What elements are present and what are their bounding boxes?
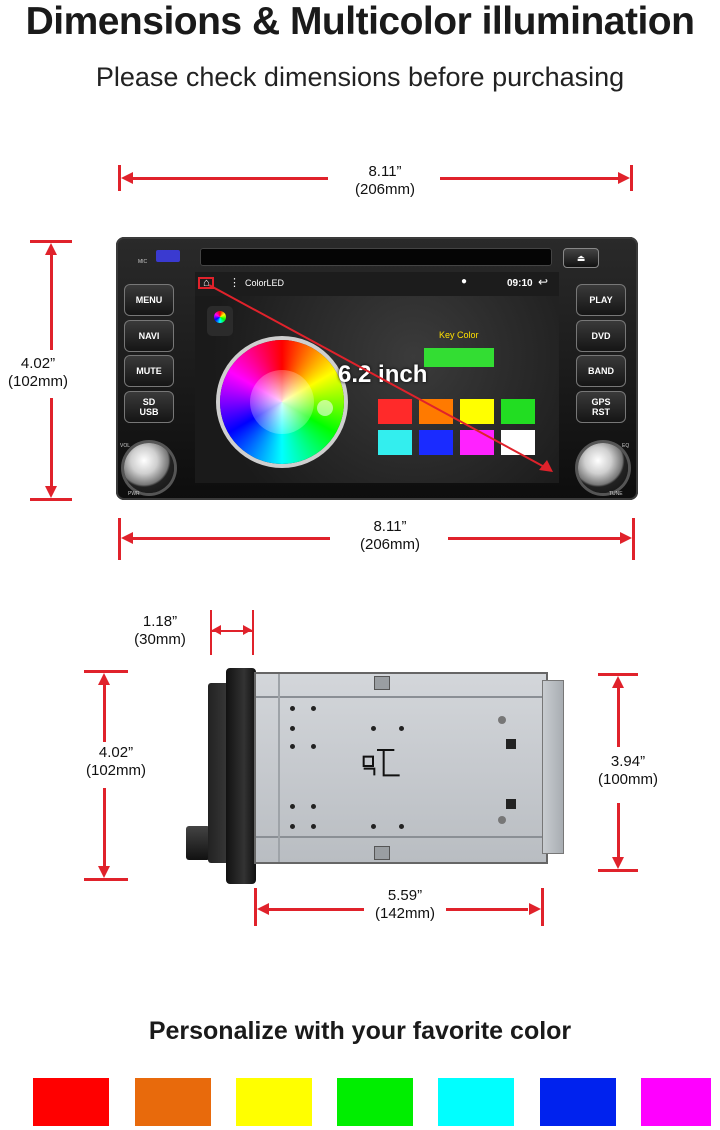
front-bottom-width-inches: 8.11” [373,518,407,535]
side-body-depth-inches: 5.59” [387,887,423,904]
back-icon[interactable]: ↩ [538,275,549,289]
front-top-width-dimension: 8.11” (206mm) [118,163,636,201]
color-blue [540,1078,616,1126]
menu-button[interactable]: MENU [124,284,174,316]
front-bottom-width-dimension: 8.11” (206mm) [118,518,638,560]
page-subtitle: Please check dimensions before purchasin… [95,62,625,92]
clock: 09:10 [507,278,533,289]
side-knob [186,826,210,860]
front-left-height-inches: 4.02” [20,355,56,372]
tune-knob[interactable] [578,443,628,493]
mount-bracket [362,749,400,777]
key-color-preview [424,348,494,367]
swatch-cyan[interactable] [378,430,412,455]
front-top-width-inches: 8.11” [368,163,402,180]
wheel-selector[interactable] [317,400,333,416]
side-depth-front-mm: (30mm) [134,631,186,648]
gps-rst-button[interactable]: GPS RST [576,391,626,423]
key-color-label: Key Color [439,330,479,340]
bulb-icon [207,306,233,336]
swatch-red[interactable] [378,399,412,424]
color-cyan [438,1078,514,1126]
side-right-height-inches: 3.94” [610,753,646,770]
side-depth-front-label: 1.18” (30mm) [120,613,200,649]
side-body-depth-mm: (142mm) [374,905,435,922]
color-magenta [641,1078,711,1126]
front-left-height-dimension: 4.02” (102mm) [0,240,90,502]
swatch-white[interactable] [501,430,535,455]
dvd-button[interactable]: DVD [576,320,626,352]
swatch-magenta[interactable] [460,430,494,455]
side-left-height-dimension: 4.02” (102mm) [76,670,166,882]
play-button[interactable]: PLAY [576,284,626,316]
front-left-height-mm: (102mm) [7,373,68,390]
chassis-rear-flange [542,680,564,854]
color-orange [135,1078,211,1126]
swatch-orange[interactable] [419,399,453,424]
display-screen: ⌂ ⋮ ColorLED ● 09:10 ↩ Key Color 6.2 inc… [195,272,559,483]
tune-label: TUNE [609,491,623,497]
home-icon[interactable]: ⌂ [203,277,210,289]
front-top-width-mm: (206mm) [354,181,415,198]
front-bezel-side [208,683,230,863]
swatch-yellow[interactable] [460,399,494,424]
side-left-height-inches: 4.02” [98,744,134,761]
mic-indicator [156,250,180,262]
sd-usb-button[interactable]: SD USB [124,391,174,423]
side-right-height-dimension: 3.94” (100mm) [598,673,708,873]
pwr-label: PWR [128,491,140,497]
side-left-height-mm: (102mm) [85,762,146,779]
mute-button[interactable]: MUTE [124,355,174,387]
side-right-height-mm: (100mm) [597,771,658,788]
location-icon: ● [461,276,468,287]
app-name: ColorLED [245,278,285,288]
eq-label: EQ [622,443,630,449]
color-yellow [236,1078,312,1126]
color-red [33,1078,109,1126]
front-bottom-width-mm: (206mm) [359,536,420,553]
screen-size-label: 6.2 inch [338,361,428,388]
eject-button[interactable]: ⏏ [563,248,599,268]
page-title: Dimensions & Multicolor illumination [25,0,695,43]
front-plate-side [226,668,256,884]
more-icon[interactable]: ⋮ [229,277,240,289]
eject-icon: ⏏ [576,253,586,263]
status-bar: ⌂ ⋮ ColorLED ● 09:10 ↩ [195,272,559,296]
diagonal-arrow [198,277,553,472]
swatch-blue[interactable] [419,430,453,455]
volume-knob[interactable] [124,443,174,493]
color-wheel[interactable] [220,340,344,464]
swatch-green[interactable] [501,399,535,424]
vol-label: VOL [120,443,131,449]
color-green [337,1078,413,1126]
personalize-heading: Personalize with your favorite color [148,1017,572,1045]
band-button[interactable]: BAND [576,355,626,387]
side-depth-front-dimension [210,610,256,655]
disc-slot [200,248,552,266]
side-depth-front-inches: 1.18” [142,613,178,630]
side-body-depth-dimension: 5.59” (142mm) [254,882,546,928]
mic-label: MIC [138,259,148,265]
navi-button[interactable]: NAVI [124,320,174,352]
